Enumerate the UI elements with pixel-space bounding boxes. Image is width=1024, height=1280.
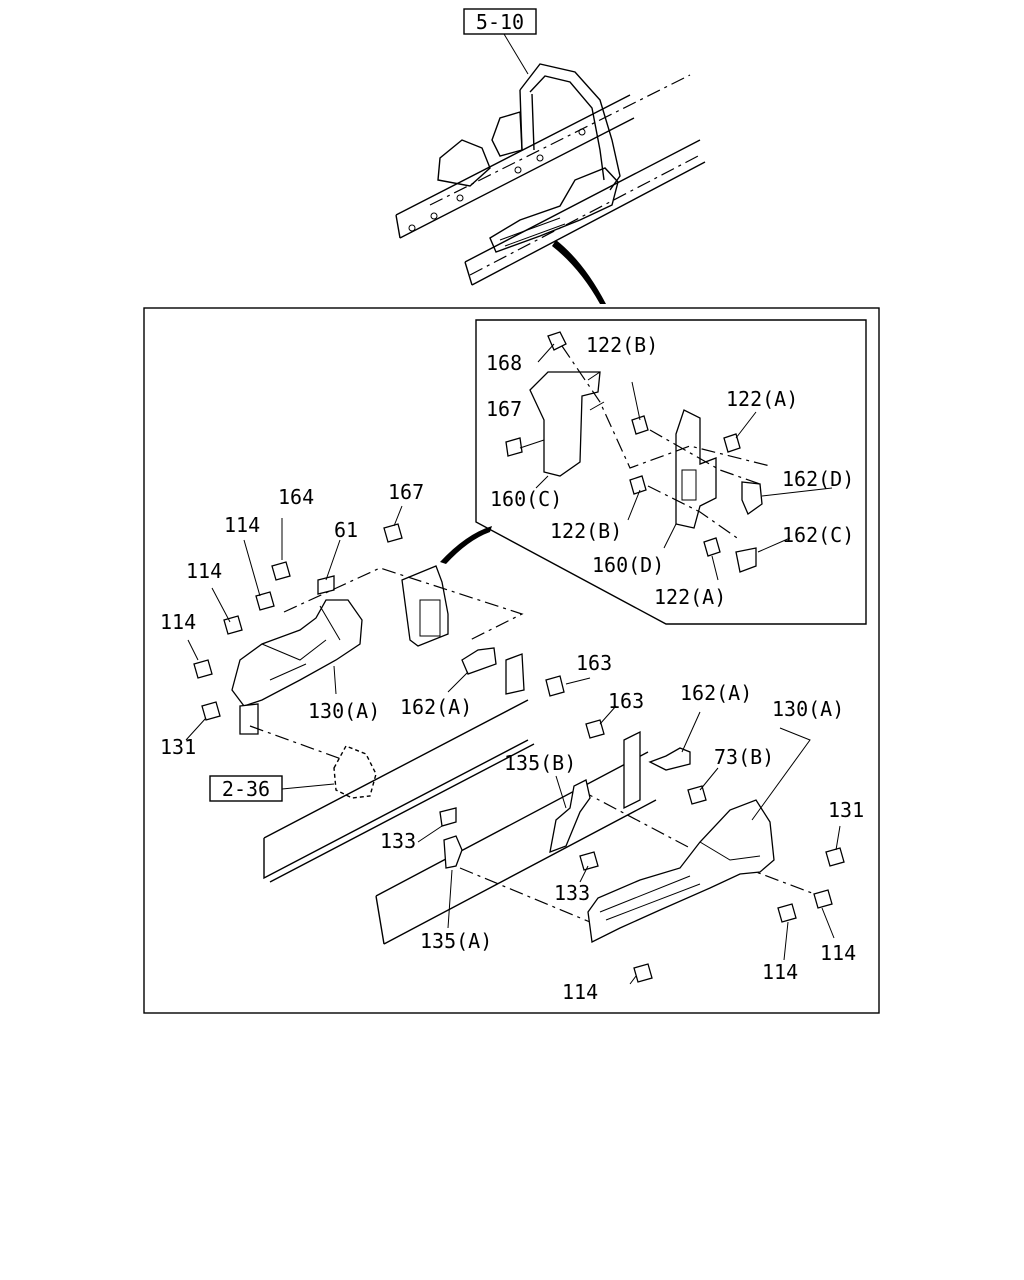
overview-frame-illustration: 5-10 xyxy=(395,8,706,304)
label-114-d: 114 xyxy=(820,941,856,965)
label-73b: 73(B) xyxy=(714,745,774,769)
label-162a-left: 162(A) xyxy=(400,695,472,719)
label-114-e: 114 xyxy=(762,960,798,984)
label-131-right: 131 xyxy=(828,798,864,822)
label-130a-left: 130(A) xyxy=(308,699,380,723)
label-114-f: 114 xyxy=(562,980,598,1004)
label-167-main: 167 xyxy=(388,480,424,504)
label-167-detail: 167 xyxy=(486,397,522,421)
label-135a: 135(A) xyxy=(420,929,492,953)
label-131-left: 131 xyxy=(160,735,196,759)
label-122a-top: 122(A) xyxy=(726,387,798,411)
label-164: 164 xyxy=(278,485,314,509)
label-160d: 160(D) xyxy=(592,553,664,577)
label-162d: 162(D) xyxy=(782,467,854,491)
label-163-a: 163 xyxy=(576,651,612,675)
left-ref-label[interactable]: 2-36 xyxy=(222,777,270,801)
label-168: 168 xyxy=(486,351,522,375)
detail-inset xyxy=(475,319,867,625)
label-61: 61 xyxy=(334,518,358,542)
label-122b-mid: 122(B) xyxy=(550,519,622,543)
label-114-b: 114 xyxy=(186,559,222,583)
main-assembly: 2-36 xyxy=(185,505,845,985)
top-ref-box[interactable] xyxy=(463,8,537,35)
part-labels: 168 122(B) 167 122(A) 162(D) 160(C) 122(… xyxy=(160,333,864,1004)
label-162a-right: 162(A) xyxy=(680,681,752,705)
label-114-c: 114 xyxy=(160,610,196,634)
label-114-a: 114 xyxy=(224,513,260,537)
main-panel-frame xyxy=(143,307,880,1014)
label-162c: 162(C) xyxy=(782,523,854,547)
label-133-b: 133 xyxy=(554,881,590,905)
label-122b-top: 122(B) xyxy=(586,333,658,357)
label-133-a: 133 xyxy=(380,829,416,853)
label-122a-bot: 122(A) xyxy=(654,585,726,609)
top-ref-label[interactable]: 5-10 xyxy=(476,10,524,34)
label-163-b: 163 xyxy=(608,689,644,713)
label-135b: 135(B) xyxy=(504,751,576,775)
label-160c: 160(C) xyxy=(490,487,562,511)
label-130a-right: 130(A) xyxy=(772,697,844,721)
